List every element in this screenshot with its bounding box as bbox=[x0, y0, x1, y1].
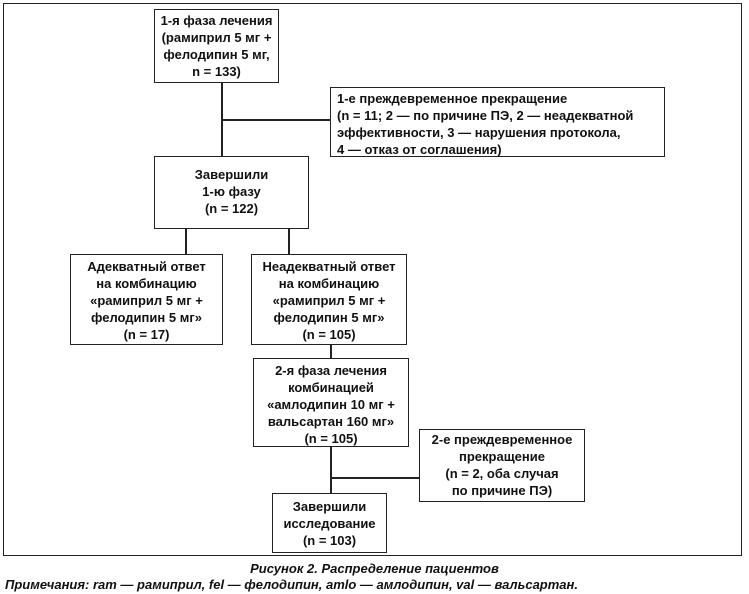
box-dropout2: 2-е преждевременное прекращение (n = 2, … bbox=[419, 429, 585, 502]
phase2-line-1: 2-я фаза лечения bbox=[275, 363, 387, 378]
box-phase1: 1-я фаза лечения (рамиприл 5 мг + фелоди… bbox=[154, 9, 279, 83]
phase2-line-5: (n = 105) bbox=[304, 431, 358, 446]
phase2-line-3: «амлодипин 10 мг + bbox=[267, 397, 395, 412]
completed1-line-3: (n = 122) bbox=[204, 201, 259, 216]
inadequate-line-2: на комбинацию bbox=[278, 276, 380, 291]
phase1-line-3: фелодипин 5 мг, bbox=[163, 47, 270, 62]
dropout2-line-2: прекращение bbox=[459, 449, 545, 464]
completed-study-line-1: Завершили bbox=[292, 499, 367, 514]
inadequate-line-4: фелодипин 5 мг» bbox=[273, 310, 385, 325]
box-dropout1: 1-е преждевременное прекращение (n = 11;… bbox=[330, 87, 665, 157]
dropout1-line-4: 4 — отказ от соглашения) bbox=[337, 142, 502, 157]
connector-to-dropout2 bbox=[330, 477, 420, 479]
phase1-line-1: 1-я фаза лечения bbox=[160, 13, 273, 28]
adequate-line-5: (n = 17) bbox=[123, 327, 170, 342]
adequate-line-4: фелодипин 5 мг» bbox=[91, 310, 202, 325]
phase2-line-4: вальсартан 160 мг» bbox=[267, 414, 395, 429]
box-phase2: 2-я фаза лечения комбинацией «амлодипин … bbox=[253, 358, 409, 447]
figure-note: Примечания: ram — рамиприл, fel — фелоди… bbox=[5, 577, 578, 592]
box-completed1: Завершили 1-ю фазу (n = 122) bbox=[154, 156, 309, 229]
box-completed-study: Завершили исследование (n = 103) bbox=[272, 493, 387, 553]
inadequate-line-5: (n = 105) bbox=[302, 327, 356, 342]
phase1-line-2: (рамиприл 5 мг + bbox=[161, 30, 272, 45]
phase1-line-4: n = 133) bbox=[192, 64, 241, 79]
connector-left-branch bbox=[185, 228, 187, 254]
dropout2-line-3: (n = 2, оба случая bbox=[445, 466, 559, 481]
adequate-line-3: «рамиприл 5 мг + bbox=[90, 293, 203, 308]
dropout2-line-1: 2-е преждевременное bbox=[431, 432, 573, 447]
inadequate-line-1: Неадекватный ответ bbox=[262, 259, 396, 274]
phase2-line-2: комбинацией bbox=[288, 380, 374, 395]
adequate-line-1: Адекватный ответ bbox=[87, 259, 206, 274]
dropout1-line-2: (n = 11; 2 — по причине ПЭ, 2 — неадеква… bbox=[337, 108, 634, 123]
completed-study-line-3: (n = 103) bbox=[302, 533, 357, 548]
connector-to-dropout1 bbox=[221, 119, 330, 121]
dropout1-line-3: эффективности, 3 — нарушения протокола, bbox=[337, 125, 621, 140]
box-adequate-response: Адекватный ответ на комбинацию «рамиприл… bbox=[70, 254, 223, 345]
inadequate-line-3: «рамиприл 5 мг + bbox=[272, 293, 386, 308]
completed-study-line-2: исследование bbox=[283, 516, 376, 531]
box-inadequate-response: Неадекватный ответ на комбинацию «рамипр… bbox=[251, 254, 407, 345]
completed1-line-2: 1-ю фазу bbox=[202, 184, 261, 199]
completed1-line-1: Завершили bbox=[194, 167, 269, 182]
dropout2-line-4: по причине ПЭ) bbox=[451, 483, 553, 498]
figure-caption: Рисунок 2. Распределение пациентов bbox=[250, 561, 499, 576]
adequate-line-2: на комбинацию bbox=[96, 276, 197, 291]
dropout1-line-1: 1-е преждевременное прекращение bbox=[337, 91, 568, 106]
figure-frame bbox=[3, 3, 742, 556]
connector-phase2-completed bbox=[330, 446, 332, 493]
connector-inadequate-phase2 bbox=[330, 344, 332, 358]
connector-right-branch bbox=[288, 228, 290, 254]
